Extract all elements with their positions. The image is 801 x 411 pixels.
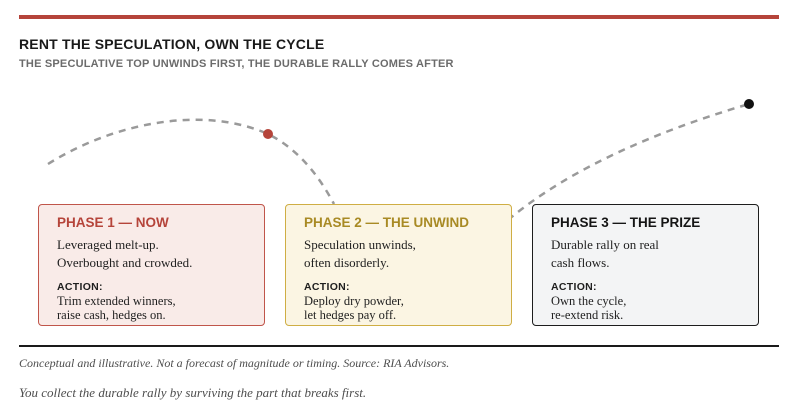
source-footnote: Conceptual and illustrative. Not a forec… (19, 356, 450, 370)
phase-1-action-line: raise cash, hedges on. (57, 308, 166, 322)
melt-up-curve-segment (47, 118, 336, 205)
phase-2-action-label: ACTION: (304, 281, 350, 293)
phase-3-action-line: re-extend risk. (551, 308, 624, 322)
phase-1-desc-line: Overbought and crowded. (57, 255, 193, 270)
phase-2-description: Speculation unwinds, often disorderly. (304, 236, 497, 272)
phase-2-desc-line: Speculation unwinds, (304, 237, 416, 252)
phase-2-title: PHASE 2 — THE UNWIND (304, 215, 470, 230)
phase-card-2: PHASE 2 — THE UNWIND Speculation unwinds… (285, 204, 512, 326)
top-accent-rule (19, 15, 779, 19)
phase-1-desc-line: Leveraged melt-up. (57, 237, 159, 252)
phase-1-action-line: Trim extended winners, (57, 294, 176, 308)
phase-2-action-line: Deploy dry powder, (304, 294, 404, 308)
phase-2-action: Deploy dry powder, let hedges pay off. (304, 294, 497, 322)
takeaway-text: You collect the durable rally by survivi… (19, 385, 367, 400)
phase-1-action: Trim extended winners, raise cash, hedge… (57, 294, 250, 322)
phase-card-3: PHASE 3 — THE PRIZE Durable rally on rea… (532, 204, 759, 326)
phase-3-description: Durable rally on real cash flows. (551, 236, 744, 272)
phase-3-action-line: Own the cycle, (551, 294, 627, 308)
diagram-subtitle: THE SPECULATIVE TOP UNWINDS FIRST, THE D… (19, 58, 454, 70)
phase-3-title: PHASE 3 — THE PRIZE (551, 215, 701, 230)
bottom-rule (19, 345, 779, 347)
recovery-curve-segment (507, 102, 750, 221)
diagram-title: RENT THE SPECULATION, OWN THE CYCLE (19, 36, 325, 52)
phase-1-description: Leveraged melt-up. Overbought and crowde… (57, 236, 250, 272)
phase-1-action-label: ACTION: (57, 281, 103, 293)
phase-3-action: Own the cycle, re-extend risk. (551, 294, 744, 322)
phase-2-desc-line: often disorderly. (304, 255, 390, 270)
phase-3-action-label: ACTION: (551, 281, 597, 293)
phase-3-desc-line: cash flows. (551, 255, 610, 270)
phase-2-action-line: let hedges pay off. (304, 308, 397, 322)
peak-marker (263, 129, 273, 139)
phase-1-title: PHASE 1 — NOW (57, 215, 169, 230)
phase-3-desc-line: Durable rally on real (551, 237, 659, 252)
end-marker (744, 99, 754, 109)
phase-card-1: PHASE 1 — NOW Leveraged melt-up. Overbou… (38, 204, 265, 326)
